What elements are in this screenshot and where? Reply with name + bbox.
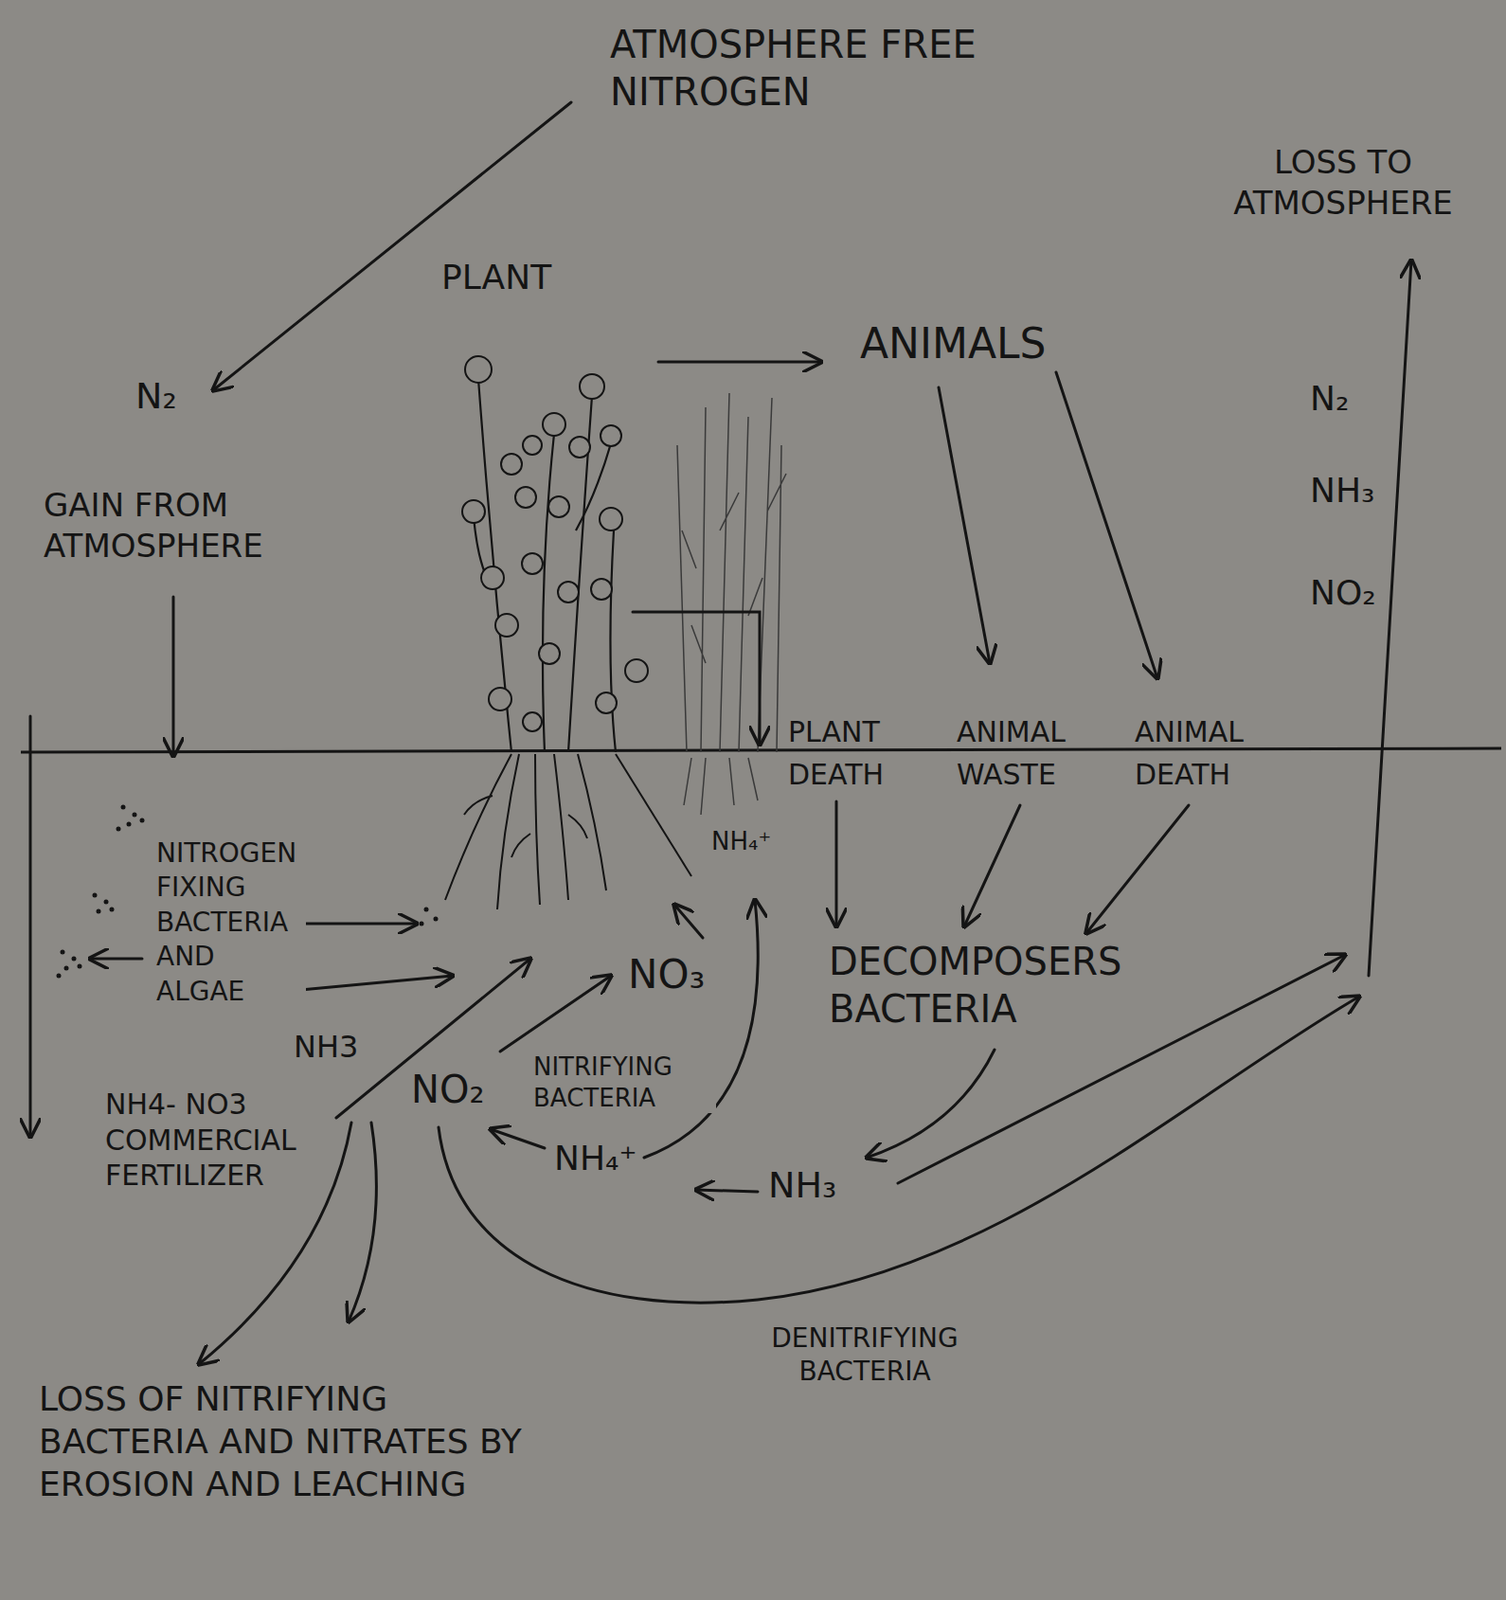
leaching-arrow xyxy=(348,1122,377,1322)
plant-root xyxy=(615,753,692,877)
diagram-label: LOSS TO ATMOSPHERE xyxy=(1202,142,1484,223)
diagram-label: NO₃ xyxy=(625,950,708,1001)
nitrate-arrow xyxy=(500,975,611,1052)
plant-root xyxy=(497,753,520,910)
cotton-boll xyxy=(557,581,579,603)
diagram-label: GAIN FROM ATMOSPHERE xyxy=(40,484,331,566)
diagram-label: NH3 xyxy=(290,1027,361,1066)
diagram-label: DENITRIFYING BACTERIA xyxy=(748,1321,982,1388)
plant-stem xyxy=(568,395,592,753)
uptake-arrow xyxy=(674,904,703,938)
diagram-label: ANIMALS xyxy=(857,317,1050,370)
food-arrow xyxy=(658,360,822,364)
uptake-arrow xyxy=(644,899,758,1158)
diagram-label: NITROGEN FIXING BACTERIA AND ALGAE xyxy=(153,836,306,1009)
cotton-boll xyxy=(522,712,542,732)
death-arrow xyxy=(1056,372,1158,679)
cotton-boll xyxy=(495,613,519,637)
cotton-boll xyxy=(625,659,648,682)
diagram-label: NH4- NO3 COMMERCIAL FERTILIZER xyxy=(102,1086,312,1194)
diagram-label: DECOMPOSERS BACTERIA xyxy=(825,937,1154,1033)
cotton-boll xyxy=(538,643,560,664)
plant-root xyxy=(577,753,607,891)
grass-root xyxy=(683,757,758,815)
denitrification-arrow xyxy=(438,996,1360,1303)
cotton-boll xyxy=(481,566,504,590)
plant-root xyxy=(445,753,512,900)
diagram-label: ANIMAL WASTE xyxy=(953,710,1112,796)
diagram-label: ANIMAL DEATH xyxy=(1131,710,1290,796)
cotton-boll xyxy=(462,356,648,732)
cotton-plant xyxy=(473,378,616,753)
loss-arrow xyxy=(1368,260,1412,976)
cotton-boll xyxy=(569,436,591,458)
diagram-label: LOSS OF NITRIFYING BACTERIA AND NITRATES… xyxy=(35,1377,535,1506)
plant-root xyxy=(445,753,692,910)
decay-arrow xyxy=(835,801,839,927)
fixation-arrow xyxy=(213,102,572,391)
gain-arrow xyxy=(172,596,176,756)
diagram-label: NH₃ xyxy=(765,1163,840,1209)
cotton-boll xyxy=(501,453,522,475)
diagram-label: NO₂ xyxy=(408,1065,487,1113)
plant-stem xyxy=(609,530,616,753)
grass-blade xyxy=(677,393,787,753)
cotton-boll xyxy=(522,435,542,455)
cotton-boll xyxy=(548,496,570,518)
nitrification-arrow xyxy=(490,1129,545,1148)
side-arrow xyxy=(29,716,33,1137)
grass-plant xyxy=(677,393,787,815)
fixing-arrow xyxy=(89,957,143,961)
cycle-arrows xyxy=(30,102,1412,1364)
plant-root xyxy=(554,753,569,900)
diagram-label: NH₄⁺ xyxy=(708,825,774,858)
fixing-arrow xyxy=(303,922,417,926)
plant-death-arrow xyxy=(632,611,760,745)
cotton-boll xyxy=(521,553,543,574)
waste-arrow xyxy=(938,387,990,664)
diagram-label: NH₄⁺ xyxy=(551,1136,640,1180)
plant-root xyxy=(535,753,540,905)
fertilizer-arrow xyxy=(336,958,531,1118)
ground-line xyxy=(20,748,1502,753)
diagram-label: NO₂ xyxy=(1307,571,1380,614)
cotton-boll xyxy=(595,692,617,714)
cotton-boll xyxy=(600,425,622,447)
cotton-boll xyxy=(488,687,512,711)
diagram-label: NITRIFYING BACTERIA xyxy=(530,1051,717,1113)
diagram-label: ATMOSPHERE FREE NITROGEN xyxy=(607,20,992,116)
cotton-boll xyxy=(465,356,492,383)
diagram-label: N₂ xyxy=(1307,376,1352,420)
cotton-boll xyxy=(515,486,537,508)
cotton-boll xyxy=(599,507,623,531)
ammonification-arrow xyxy=(866,1049,995,1158)
decay-arrow xyxy=(1086,805,1189,933)
diagram-label: NH₃ xyxy=(1307,468,1378,512)
decay-arrow xyxy=(964,805,1021,927)
cotton-boll xyxy=(591,578,612,600)
ammonium-arrow xyxy=(696,1189,758,1192)
diagram-label: PLANT DEATH xyxy=(785,710,924,796)
cotton-boll xyxy=(542,412,566,436)
diagram-label: PLANT xyxy=(438,255,555,299)
root-hair xyxy=(464,795,588,858)
plant-stem xyxy=(542,433,555,753)
cotton-boll xyxy=(462,500,485,523)
diagram-label: N₂ xyxy=(132,374,180,420)
cotton-boll xyxy=(579,374,605,399)
